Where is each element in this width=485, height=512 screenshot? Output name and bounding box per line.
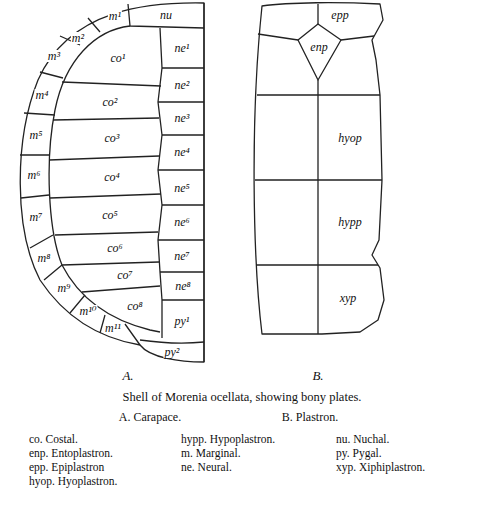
key-entry: xyp. Xiphiplastron. <box>335 462 426 474</box>
xiphiplastron-label: xyp <box>339 292 358 304</box>
marginal-label: m² <box>71 32 85 44</box>
neural-label: ne⁷ <box>173 250 191 262</box>
marginal-label: m¹⁰ <box>78 305 97 317</box>
costal-label: co¹ <box>110 52 127 64</box>
figure-letter: A. <box>121 369 134 382</box>
pygal-label: py² <box>164 346 181 358</box>
neural-label: ne⁵ <box>173 182 191 194</box>
marginal-label: m⁴ <box>35 89 50 101</box>
key-entry: nu. Nuchal. <box>335 434 390 446</box>
plastron-outline <box>254 3 384 334</box>
neural-label: ne⁶ <box>173 216 191 228</box>
marginal-boundary <box>49 26 160 332</box>
costal-label: co² <box>102 96 119 108</box>
costal-label: co⁴ <box>103 171 121 183</box>
hypoplastron-label: hypp <box>337 216 362 228</box>
neural-label: ne³ <box>174 112 191 124</box>
carapace-midline <box>203 3 204 362</box>
entoplastron-plate <box>298 24 341 80</box>
marginal-label: m⁹ <box>57 282 72 294</box>
costal-label: co⁵ <box>101 209 119 221</box>
marginal-label: m¹¹ <box>104 322 122 334</box>
figure-subtitle: A. Carapace. <box>118 411 182 423</box>
nuchal-label: nu <box>159 9 173 21</box>
costal-label: co⁶ <box>106 242 124 254</box>
key-entry: m. Marginal. <box>180 448 242 460</box>
key-entry: epp. Epiplastron <box>28 462 105 474</box>
costal-sutures <box>49 82 161 292</box>
marginal-label: m⁵ <box>29 129 44 141</box>
pygal-label: py¹ <box>174 315 191 327</box>
key-entry: enp. Entoplastron. <box>28 448 114 460</box>
hyoplastron-label: hyop <box>337 132 362 144</box>
marginal-label: m⁷ <box>29 211 44 223</box>
key-entry: hyop. Hyoplastron. <box>28 476 118 488</box>
epiplastron-sutures <box>258 4 374 40</box>
neural-label: ne¹ <box>174 42 191 54</box>
plastron-sutures <box>255 80 382 334</box>
neural-label: ne⁴ <box>173 146 191 158</box>
neural-label: ne² <box>174 79 191 91</box>
figure-subtitle: B. Plastron. <box>281 411 339 423</box>
marginal-label: m³ <box>47 50 61 62</box>
carapace-outline <box>20 3 204 362</box>
epiplastron-label: epp <box>330 9 349 21</box>
marginal-label: m⁸ <box>37 252 52 264</box>
neural-label: ne⁸ <box>174 280 192 292</box>
figure-caption: Shell of Morenia ocellata, showing bony … <box>122 391 363 404</box>
key-entry: py. Pygal. <box>335 448 383 460</box>
neural-boundary <box>158 28 162 338</box>
marginal-label: m⁶ <box>27 169 42 181</box>
costal-label: co⁷ <box>116 269 134 281</box>
nuchal-plate <box>128 4 204 28</box>
pygal-sutures <box>140 340 204 343</box>
key-entry: co. Costal. <box>28 434 79 446</box>
entoplastron-label: enp <box>309 41 328 53</box>
marginal-sutures <box>20 18 140 345</box>
marginal-label: m¹ <box>108 10 122 22</box>
figure-letter: B. <box>311 369 324 382</box>
key-entry: ne. Neural. <box>180 462 233 474</box>
costal-label: co³ <box>104 132 121 144</box>
key-entry: hypp. Hypoplastron. <box>180 434 276 446</box>
costal-label: co⁸ <box>126 300 144 312</box>
neural-sutures <box>158 68 204 300</box>
